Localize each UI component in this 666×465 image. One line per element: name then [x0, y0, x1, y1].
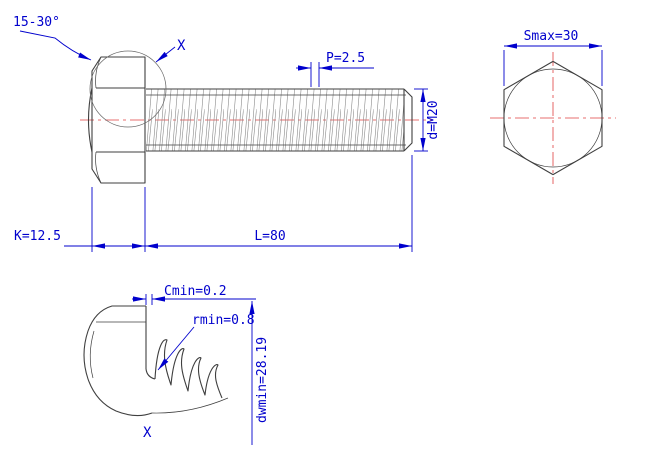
thread-hatching — [146, 89, 404, 151]
washer-face-label: dwmin=28.19 — [255, 337, 270, 423]
detail-marker-bottom-label: X — [143, 425, 152, 441]
head-height-label: K=12.5 — [14, 229, 61, 244]
detail-thread-teeth — [154, 339, 223, 399]
fillet-label: rmin=0.8 — [192, 313, 255, 328]
diameter-label: d=M20 — [426, 100, 441, 139]
detail-indicator-circle — [89, 50, 167, 128]
pitch-label: P=2.5 — [326, 51, 365, 66]
end-view: Smax=30 — [490, 29, 616, 184]
length-label: L=80 — [254, 229, 285, 244]
head-chamfer-circle — [503, 68, 603, 168]
bolt-head-middle-facet-arc — [87, 87, 93, 153]
detail-fillet-arc — [145, 368, 156, 380]
hex-head-outline — [503, 60, 603, 176]
detail-cut-edge — [151, 397, 229, 414]
detail-x-leader — [155, 46, 176, 63]
across-flats-label: Smax=30 — [524, 29, 579, 44]
chamfer-angle-leader — [19, 30, 92, 61]
bolt-head-top-chamfer-arc — [95, 56, 102, 89]
main-view: X 15-30° P=2.5 d=M20 K=12.5 L=80 — [13, 15, 441, 252]
detail-view: Cmin=0.2 rmin=0.8 dwmin=28.19 X — [83, 284, 270, 445]
chamfer-angle-label: 15-30° — [13, 15, 60, 30]
detail-marker-top-label: X — [177, 38, 186, 54]
detail-facet-arc — [89, 330, 95, 379]
fillet-leader — [157, 326, 195, 371]
chamfer-label: Cmin=0.2 — [164, 284, 227, 299]
detail-head-outline — [83, 305, 153, 417]
bolt-head-bottom-chamfer-arc — [95, 151, 102, 184]
shank-end-chamfer — [403, 88, 413, 152]
